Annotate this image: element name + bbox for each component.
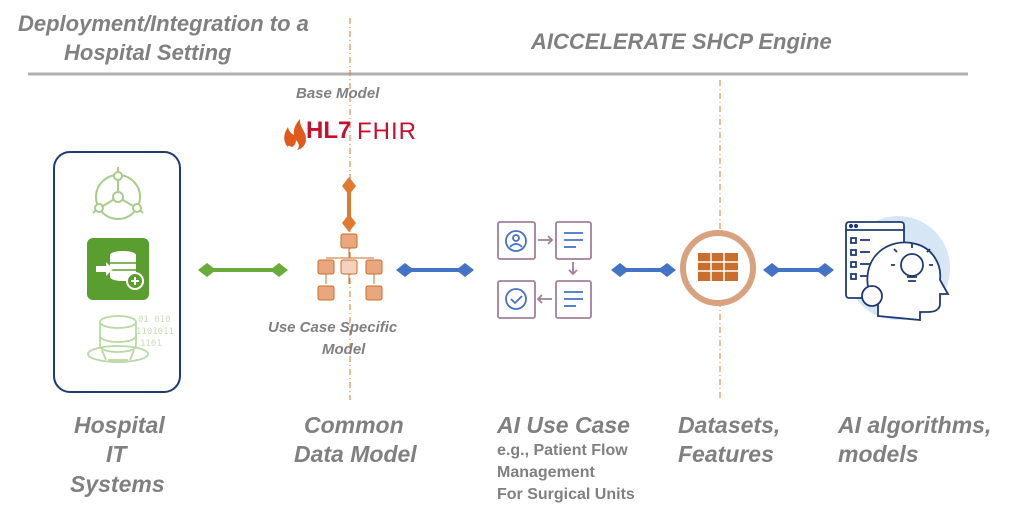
heading-left-line2: Hospital Setting (64, 40, 232, 65)
database-add-icon (87, 238, 149, 300)
table-circle-icon (680, 230, 756, 306)
use-case-model-line2: Model (322, 341, 366, 358)
ai-use-case-detail-1: e.g., Patient Flow (497, 442, 628, 459)
datasets-label-line1: Datasets, (678, 412, 781, 438)
ai-algorithms-label-line2: models (838, 441, 919, 467)
datasets-label-line2: Features (678, 441, 774, 467)
connector-blue-3 (763, 263, 834, 277)
user-screen-icon (497, 221, 536, 260)
fhir-logo-text: FHIR (357, 118, 417, 145)
hospital-label-line3: Systems (70, 471, 165, 497)
connector-blue-2 (611, 263, 676, 277)
ai-algorithms-label-line1: AI algorithms, (838, 412, 992, 438)
cdm-label-line1: Common (304, 412, 404, 438)
svg-text:1101: 1101 (140, 339, 162, 349)
heading-right: AICCELERATE SHCP Engine (531, 29, 832, 54)
ai-head-lightbulb-icon (845, 216, 950, 321)
use-case-model-line1: Use Case Specific (268, 319, 398, 336)
hospital-it-panel: 01 010 1101011 1101 (53, 151, 181, 393)
hl7-flame-icon (284, 119, 306, 150)
document-list-icon (555, 280, 592, 319)
check-screen-icon (497, 280, 536, 319)
hospital-label-line1: Hospital (74, 412, 165, 438)
svg-text:01 010: 01 010 (138, 315, 171, 325)
data-model-tree-icon (317, 233, 383, 301)
connector-blue-1 (396, 263, 474, 277)
svg-text:1101011: 1101011 (136, 327, 174, 337)
network-hub-icon (92, 167, 144, 220)
ai-use-case-detail-3: For Surgical Units (497, 486, 635, 503)
connector-green (198, 263, 288, 277)
ai-use-case-title: AI Use Case (497, 412, 630, 438)
hospital-label-line2: IT (106, 441, 127, 467)
ai-use-case-icons (497, 221, 592, 319)
document-list-icon (555, 221, 592, 260)
heading-left-line1: Deployment/Integration to a (18, 11, 309, 36)
ai-use-case-detail-2: Management (497, 464, 595, 481)
connector-orange (342, 177, 356, 232)
data-stack-icon: 01 010 1101011 1101 (87, 315, 174, 363)
cdm-label-line2: Data Model (294, 441, 417, 467)
base-model-label: Base Model (296, 85, 380, 102)
hl7-logo-text: HL7 (306, 117, 352, 144)
